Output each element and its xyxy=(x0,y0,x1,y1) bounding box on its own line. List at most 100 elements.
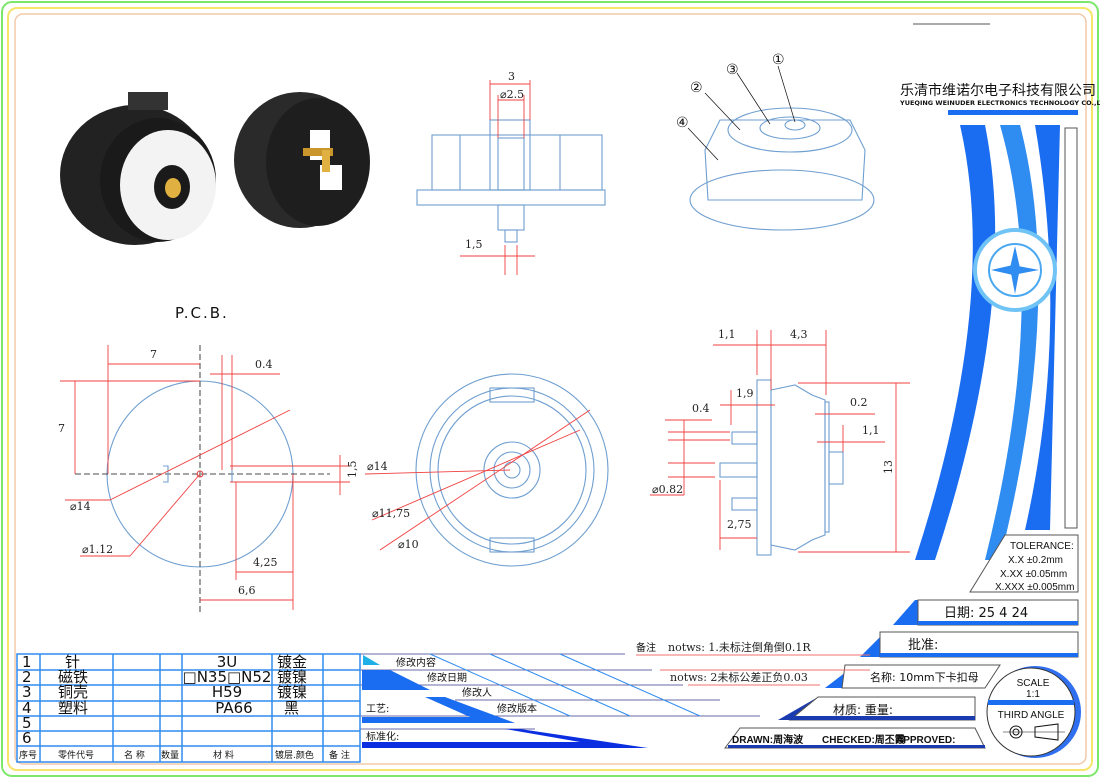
approval-label: 批准: xyxy=(908,638,938,653)
approved-by: APPROVED: xyxy=(896,735,955,746)
row-finish: 镀镍 xyxy=(277,683,307,701)
dim-label: ⌀1.12 xyxy=(82,543,113,556)
revision-block: 修改内容 修改日期 修改人 修改版本 工艺: 标准化: xyxy=(360,653,760,748)
dim-label: ⌀14 xyxy=(367,460,388,473)
product-render xyxy=(60,92,370,245)
pcb-view: 7 0.4 7 1,5 ⌀14 ⌀1.12 4,25 6,6 xyxy=(58,345,359,615)
row-part: 磁铁 xyxy=(58,668,88,686)
dim-label: 0.4 xyxy=(692,402,710,415)
projection-label: THIRD ANGLE xyxy=(998,710,1065,721)
revision-content: 修改内容 xyxy=(396,656,436,669)
dim-label: 1,5 xyxy=(346,461,359,479)
dim-label: 4,25 xyxy=(253,556,278,569)
side-view: 1,1 4,3 1,9 0.4 0.2 1,1 13 ⌀0.82 2,75 xyxy=(650,328,910,556)
dim-label: ⌀14 xyxy=(70,500,91,513)
revision-person: 修改人 xyxy=(462,686,492,699)
checked-by: CHECKED:周丕霞 xyxy=(822,733,906,746)
standardization-label: 标准化: xyxy=(366,730,399,743)
scale-value: 1:1 xyxy=(1026,689,1040,700)
dim-label: 4,3 xyxy=(790,328,808,341)
drawn-by: DRAWN:周海波 xyxy=(732,733,804,746)
company-name-en: YUEQING WEINUDER ELECTRONICS TECHNOLOGY … xyxy=(899,99,1100,107)
row-material: PA66 xyxy=(215,699,252,717)
top-view: 3 ⌀2.5 1,5 xyxy=(416,70,606,275)
iso-view: ① ③ ② ④ xyxy=(676,52,875,231)
row-no: 3 xyxy=(22,683,32,701)
row-no: 6 xyxy=(22,729,32,747)
row-no: 5 xyxy=(22,714,32,732)
dim-label: 7 xyxy=(150,348,157,361)
header-cell: 备 注 xyxy=(329,749,350,761)
dim-label: 0.2 xyxy=(850,396,868,409)
row-no: 4 xyxy=(22,699,32,717)
row-material: □N35□N52 xyxy=(183,668,272,686)
row-part: 铜壳 xyxy=(58,683,88,701)
balloon-4: ④ xyxy=(676,115,689,131)
note-2: notws: 2未标公差正负0.03 xyxy=(670,670,808,684)
dim-label: 1,1 xyxy=(718,328,736,341)
process-label: 工艺: xyxy=(366,703,389,715)
approval-field xyxy=(879,631,1079,658)
header-cell: 零件代号 xyxy=(58,749,94,761)
title-panel-decoration xyxy=(915,110,1078,560)
table-row: 3 铜壳 H59 镀镍 xyxy=(22,683,307,701)
scale-label: SCALE xyxy=(1017,678,1050,689)
revision-version: 修改版本 xyxy=(497,702,537,715)
material-weight-label: 材质: 重量: xyxy=(833,703,893,717)
dim-label: ⌀11,75 xyxy=(372,507,410,520)
pcb-label: P.C.B. xyxy=(175,304,229,322)
dim-label: 1,5 xyxy=(465,238,483,251)
dim-label: ⌀2.5 xyxy=(500,88,524,101)
tolerance-box: TOLERANCE: X.X ±0.2mm X.XX ±0.05mm X.XXX… xyxy=(969,534,1079,593)
table-row: 6 xyxy=(22,729,32,747)
header-cell: 材 料 xyxy=(213,749,234,761)
note-1: notws: 1.未标注倒角倒0.1R xyxy=(668,640,811,654)
header-cell: 数量 xyxy=(161,749,179,761)
row-part: 塑料 xyxy=(58,699,88,717)
table-row: 5 xyxy=(22,714,32,732)
dim-label: 2,75 xyxy=(727,518,752,531)
table-row: 4 塑料 PA66 黑 xyxy=(22,699,299,717)
company-name-cn: 乐清市维诺尔电子科技有限公司 xyxy=(900,82,1096,99)
header-cell: 序号 xyxy=(19,749,37,761)
dim-label: 1,1 xyxy=(862,424,880,437)
middle-frame xyxy=(7,7,1093,771)
row-part: 针 xyxy=(65,653,80,671)
table-header: 序号 零件代号 名 称 数量 材 料 镀层.颜色 备 注 xyxy=(19,749,350,761)
row-material: 3U xyxy=(217,653,238,671)
tolerance-title: TOLERANCE: xyxy=(1010,541,1074,552)
row-no: 1 xyxy=(22,653,32,671)
dim-label: ⌀10 xyxy=(398,538,419,551)
date-field xyxy=(917,599,1079,626)
row-material: H59 xyxy=(212,683,242,701)
header-cell: 名 称 xyxy=(124,749,145,761)
table-row: 1 针 3U 镀金 xyxy=(22,653,307,671)
balloon-3: ③ xyxy=(726,62,739,78)
dim-label: 13 xyxy=(882,460,895,474)
notes-label: 备注 xyxy=(636,641,656,654)
row-finish: 黑 xyxy=(284,699,299,717)
balloon-2: ② xyxy=(690,80,703,96)
scale-badge: SCALE 1:1 THIRD ANGLE xyxy=(986,666,1081,758)
row-no: 2 xyxy=(22,668,32,686)
front-view: ⌀14 ⌀11,75 ⌀10 xyxy=(364,373,609,567)
name-field xyxy=(841,664,1001,689)
dim-label: 1,9 xyxy=(736,387,754,400)
dim-label: 3 xyxy=(508,70,515,83)
part-name: 名称: 10mm下卡扣母 xyxy=(870,670,979,684)
dim-label: ⌀0.82 xyxy=(652,483,683,496)
date-value: 日期: 25 4 24 xyxy=(944,606,1028,621)
dim-label: 0.4 xyxy=(255,358,273,371)
tolerance-line: X.XX ±0.05mm xyxy=(1000,569,1067,580)
balloon-1: ① xyxy=(772,52,785,68)
tolerance-line: X.XXX ±0.005mm xyxy=(995,582,1074,593)
inner-frame xyxy=(14,13,1087,765)
dim-label: 6,6 xyxy=(238,584,256,597)
header-cell: 镀层.颜色 xyxy=(275,749,314,761)
tolerance-line: X.X ±0.2mm xyxy=(1008,555,1063,566)
row-finish: 镀金 xyxy=(277,653,307,671)
dim-label: 7 xyxy=(58,422,65,435)
bom-table: 1 针 3U 镀金 2 磁铁 □N35□N52 镀镍 3 铜壳 H59 镀镍 4 塑料 PA66 黑 5… xyxy=(16,653,361,763)
